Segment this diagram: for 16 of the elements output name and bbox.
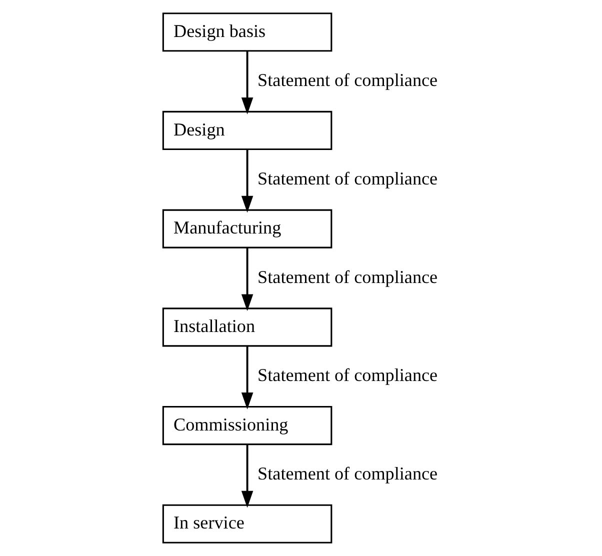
arrow [241,444,254,508]
edge-label: Statement of compliance [258,463,438,484]
node-box: In service [162,504,332,544]
arrow [241,50,254,114]
node-box: Commissioning [162,406,332,446]
node-box: Design basis [162,12,332,52]
node-box: Design [162,110,332,150]
edge-label: Statement of compliance [258,70,438,90]
node-box: Manufacturing [162,209,332,248]
edge-label: Statement of compliance [258,365,438,386]
arrow [241,149,254,213]
edge-label: Statement of compliance [258,266,438,287]
arrow [241,346,254,410]
arrow [241,248,254,312]
edge-label: Statement of compliance [258,168,438,188]
node-box: Installation [162,308,332,347]
